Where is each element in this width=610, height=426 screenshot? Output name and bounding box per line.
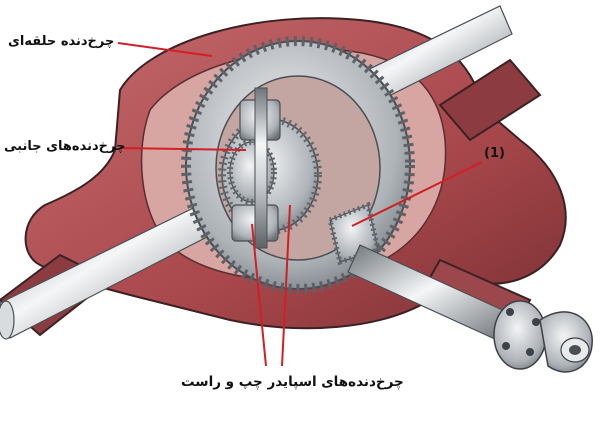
leader-spider-1 (251, 223, 267, 367)
leader-spider-2 (281, 204, 291, 367)
leader-pinion (351, 161, 483, 227)
spider-gears (231, 87, 281, 249)
leader-lines (117, 42, 483, 367)
leader-side-gears (119, 147, 247, 151)
spider-gears-label: چرخ‌دنده‌های اسپایدر چپ و راست (181, 374, 404, 390)
yoke-flange (493, 300, 593, 373)
ring-gear-label: چرخ‌دنده حلقه‌ای (8, 34, 115, 49)
side-gears-label: چرخ‌دنده‌های جانبی (4, 139, 126, 154)
leader-ring-gear (117, 42, 213, 57)
pinion-label: (1) (484, 146, 505, 161)
